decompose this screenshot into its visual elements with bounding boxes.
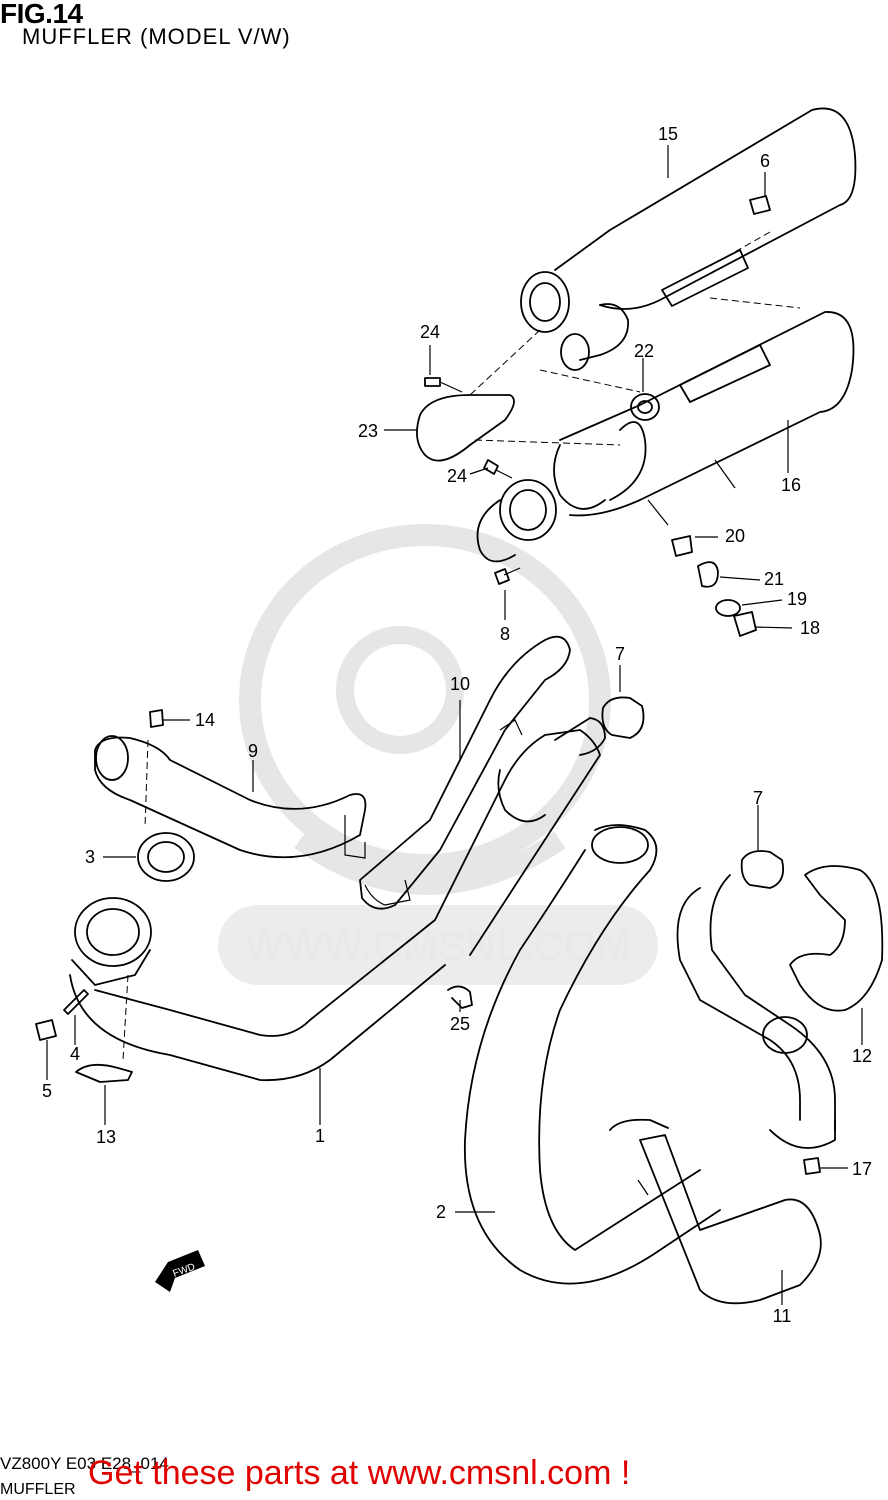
callout-22: 22	[634, 341, 654, 361]
footer-label: MUFFLER	[0, 1481, 76, 1498]
callout-7-lower: 7	[753, 788, 763, 808]
callout-6: 6	[760, 151, 770, 171]
callout-24-upper: 24	[420, 322, 440, 342]
callout-13: 13	[96, 1127, 116, 1147]
figure-label: FIG.14	[0, 0, 83, 29]
promo-link[interactable]: Get these parts at www.cmsnl.com !	[88, 1454, 631, 1492]
callout-14: 14	[195, 710, 215, 730]
part-16-muffler-lower	[476, 311, 855, 563]
callout-2: 2	[436, 1202, 446, 1222]
callout-12: 12	[852, 1046, 872, 1066]
fwd-arrow-icon: FWD	[155, 1250, 205, 1292]
part-10-mid-pipe	[359, 635, 571, 910]
callout-8: 8	[500, 624, 510, 644]
callout-1: 1	[315, 1126, 325, 1146]
hardware-fasteners	[149, 195, 821, 1175]
callout-labels: 15 6 24 22 23 24 16 20 21 19 18 8 7 10 1…	[42, 124, 872, 1326]
callout-24-lower: 24	[447, 466, 467, 486]
part-1-exhaust-pipe	[69, 717, 606, 1082]
callout-7-upper: 7	[615, 644, 625, 664]
callout-16: 16	[781, 475, 801, 495]
part-2-exhaust-pipe	[463, 824, 721, 1285]
part-22-gasket	[630, 393, 660, 421]
connector-pipe	[676, 874, 836, 1149]
callout-9: 9	[248, 741, 258, 761]
part-9-front-pipe	[94, 735, 367, 859]
callout-10: 10	[450, 674, 470, 694]
callout-21: 21	[764, 569, 784, 589]
callout-19: 19	[787, 589, 807, 609]
callout-18: 18	[800, 618, 820, 638]
callout-5: 5	[42, 1081, 52, 1101]
callout-11: 11	[773, 1306, 792, 1326]
part-7-sleeve-lower	[740, 850, 785, 889]
watermark-logo: WWW.CMSNL.COM	[218, 524, 658, 985]
part-12-heat-shield	[789, 865, 884, 1012]
callout-4: 4	[70, 1044, 80, 1064]
part-11-crossover-pipe	[609, 1118, 822, 1305]
part-5-nut	[35, 1019, 57, 1041]
callout-15: 15	[658, 124, 678, 144]
watermark-text: WWW.CMSNL.COM	[244, 922, 631, 969]
callout-leader-lines	[46, 145, 863, 1305]
part-25-bracket	[447, 985, 473, 1009]
part-7-sleeve-upper	[601, 696, 645, 739]
diagram-subtitle: MUFFLER (MODEL V/W)	[22, 24, 291, 49]
callout-23: 23	[358, 421, 378, 441]
part-15-muffler-upper	[520, 107, 857, 371]
part-23-heat-shield	[416, 394, 515, 462]
part-3-gasket	[137, 832, 195, 882]
part-4-stud	[63, 989, 89, 1015]
callout-20: 20	[725, 526, 745, 546]
callout-3: 3	[85, 847, 95, 867]
part-13-bracket	[75, 1063, 133, 1083]
callout-17: 17	[852, 1159, 872, 1179]
callout-25: 25	[450, 1014, 470, 1034]
assembly-dash-lines	[122, 231, 801, 1061]
diagram-code: VZ800Y E03 E28_014	[0, 1454, 169, 1473]
